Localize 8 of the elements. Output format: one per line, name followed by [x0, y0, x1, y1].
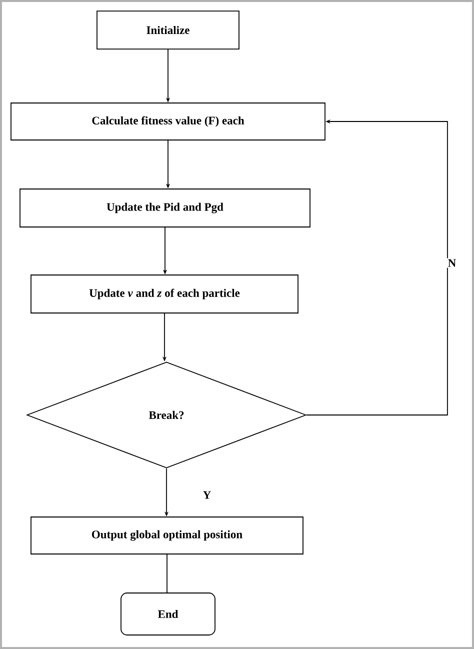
process-box: Output global optimal position — [30, 516, 304, 554]
process-box: Calculate fitness value (F) each — [10, 102, 326, 140]
terminal-box: End — [120, 592, 216, 636]
process-box: Update the Pid and Pgd — [20, 188, 310, 228]
edge-label: Y — [202, 490, 212, 500]
process-box: Update v and z of each particle — [30, 274, 298, 314]
process-box: Initialize — [96, 10, 240, 50]
edge-label: N — [446, 258, 458, 268]
